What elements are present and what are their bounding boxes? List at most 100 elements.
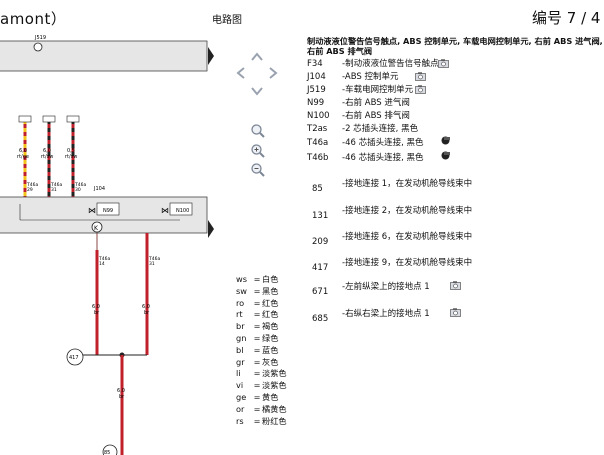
ground-point-85[interactable] xyxy=(102,444,118,455)
wire-size-label: 6,0 xyxy=(117,388,125,394)
equals-sign: = xyxy=(253,368,261,379)
wire-color-label: rt/sw xyxy=(65,154,77,160)
wire-size-label: 0,5 xyxy=(67,148,75,154)
ground-point-description: -接地连接 6，在发动机舱导线束中 xyxy=(342,232,473,242)
legend-description: -ABS 控制单元 xyxy=(342,72,399,82)
continue-arrow-icon[interactable] xyxy=(208,47,214,65)
legend-item: J104 -ABS 控制单元 xyxy=(307,71,427,83)
control-unit-label: J104 xyxy=(93,186,105,192)
color-code-item: gn=绿色 xyxy=(236,333,278,344)
color-code: bl xyxy=(236,344,244,355)
connector-photo-icon[interactable] xyxy=(440,151,451,160)
color-code: sw xyxy=(236,285,247,296)
zoom-in-icon[interactable] xyxy=(250,143,266,159)
legend-item: T46b -46 芯插头连接, 黑色 xyxy=(307,151,450,164)
equals-sign: = xyxy=(253,344,261,355)
camera-icon[interactable] xyxy=(415,72,427,81)
diagram-type-label: 电路图 xyxy=(212,15,242,26)
color-code-item: rs=粉红色 xyxy=(236,416,287,427)
ground-point-number: 85 xyxy=(312,184,323,194)
legend-item: T2as -2 芯插头连接, 黑色 xyxy=(307,123,418,135)
equals-sign: = xyxy=(253,356,261,367)
equals-sign: = xyxy=(253,285,261,296)
ground-point-description: -接地连接 9，在发动机舱导线束中 xyxy=(342,258,473,268)
ground-point-description: -右纵右梁上的接地点 1 xyxy=(342,309,430,319)
ground-point-description: -接地连接 1，在发动机舱导线束中 xyxy=(342,179,473,189)
legend-heading: 制动液液位警告信号触点, ABS 控制单元, 车载电网控制单元, 右前 ABS … xyxy=(307,36,603,56)
color-code-item: br=褐色 xyxy=(236,321,278,332)
color-name: 绿色 xyxy=(262,333,279,343)
legend-description: -车载电网控制单元 xyxy=(342,85,414,95)
color-code-item: vi=淡紫色 xyxy=(236,380,287,391)
color-code: ro xyxy=(236,297,245,308)
number-value: 7 / 4 xyxy=(566,9,601,27)
document-number: 编号 7 / 4 xyxy=(532,7,600,28)
legend-code: T46a xyxy=(307,138,329,148)
equals-sign: = xyxy=(253,297,261,308)
valve-symbol-icon: ⋈ xyxy=(161,206,169,215)
equals-sign: = xyxy=(253,415,261,426)
pan-down-icon[interactable] xyxy=(250,84,264,98)
pan-up-icon[interactable] xyxy=(250,50,264,64)
equals-sign: = xyxy=(253,274,261,284)
legend-description: -46 芯插头连接, 黑色 xyxy=(342,153,424,163)
pan-right-icon[interactable] xyxy=(266,66,280,80)
legend-code: T2as xyxy=(307,124,328,134)
legend-description: -右前 ABS 进气阀 xyxy=(342,98,410,108)
legend-code: J104 xyxy=(307,72,326,82)
ground-point-number: 685 xyxy=(312,314,329,324)
legend-description: -制动液液位警告信号触点 xyxy=(342,59,439,69)
color-code-item: ro=红色 xyxy=(236,298,278,309)
legend-item: N100-右前 ABS 排气阀 xyxy=(307,110,410,122)
legend-description: -右前 ABS 排气阀 xyxy=(342,111,410,121)
ground-point-label: 417 xyxy=(69,355,79,361)
ground-symbol-icon xyxy=(33,42,43,52)
wire-color-label: br xyxy=(94,310,100,316)
color-code: rs xyxy=(236,415,244,426)
ground-point-description: -左前纵梁上的接地点 1 xyxy=(342,282,430,292)
legend-description: -2 芯插头连接, 黑色 xyxy=(342,124,419,134)
legend-item: T46a-46 芯插头连接, 黑色 xyxy=(307,136,450,149)
color-code: ge xyxy=(236,392,247,402)
continue-arrow-icon[interactable] xyxy=(208,220,214,238)
legend-item: J519-车载电网控制单元 xyxy=(307,84,427,96)
ground-point-417[interactable] xyxy=(66,348,84,366)
color-name: 黑色 xyxy=(262,285,279,296)
wire-7 xyxy=(42,115,56,197)
camera-icon[interactable] xyxy=(438,59,450,68)
color-code: gr xyxy=(236,356,245,367)
number-label: 编号 xyxy=(532,9,563,27)
camera-icon[interactable] xyxy=(450,281,461,290)
color-name: 灰色 xyxy=(262,356,279,367)
color-name: 淡紫色 xyxy=(262,380,287,391)
camera-icon[interactable] xyxy=(450,308,461,317)
pan-left-icon[interactable] xyxy=(234,66,248,80)
equals-sign: = xyxy=(253,321,261,332)
color-code: ws xyxy=(236,274,247,284)
color-code-item: li=淡紫色 xyxy=(236,368,287,379)
color-code-item: ge=黄色 xyxy=(236,392,278,403)
color-name: 淡紫色 xyxy=(262,368,287,379)
zoom-out-icon[interactable] xyxy=(250,162,266,178)
color-name: 褐色 xyxy=(262,321,279,332)
legend-item: N99-右前 ABS 进气阀 xyxy=(307,97,410,109)
camera-icon[interactable] xyxy=(415,85,427,94)
wire-8 xyxy=(66,115,80,197)
legend-item: F34-制动液液位警告信号触点 xyxy=(307,58,450,70)
color-code: rt xyxy=(236,309,243,320)
connector-photo-icon[interactable] xyxy=(440,136,451,145)
wire-color-label: br xyxy=(119,394,125,400)
ground-point-description: -接地连接 2，在发动机舱导线束中 xyxy=(342,206,473,216)
color-code: or xyxy=(236,403,245,414)
zoom-fit-icon[interactable] xyxy=(250,123,266,139)
pan-controls xyxy=(232,50,282,100)
legend-code: T46b xyxy=(307,153,329,163)
ground-point-number: 417 xyxy=(312,263,329,273)
equals-sign: = xyxy=(253,309,261,320)
color-name: 红色 xyxy=(262,309,279,320)
valve-label: N100 xyxy=(176,208,189,214)
